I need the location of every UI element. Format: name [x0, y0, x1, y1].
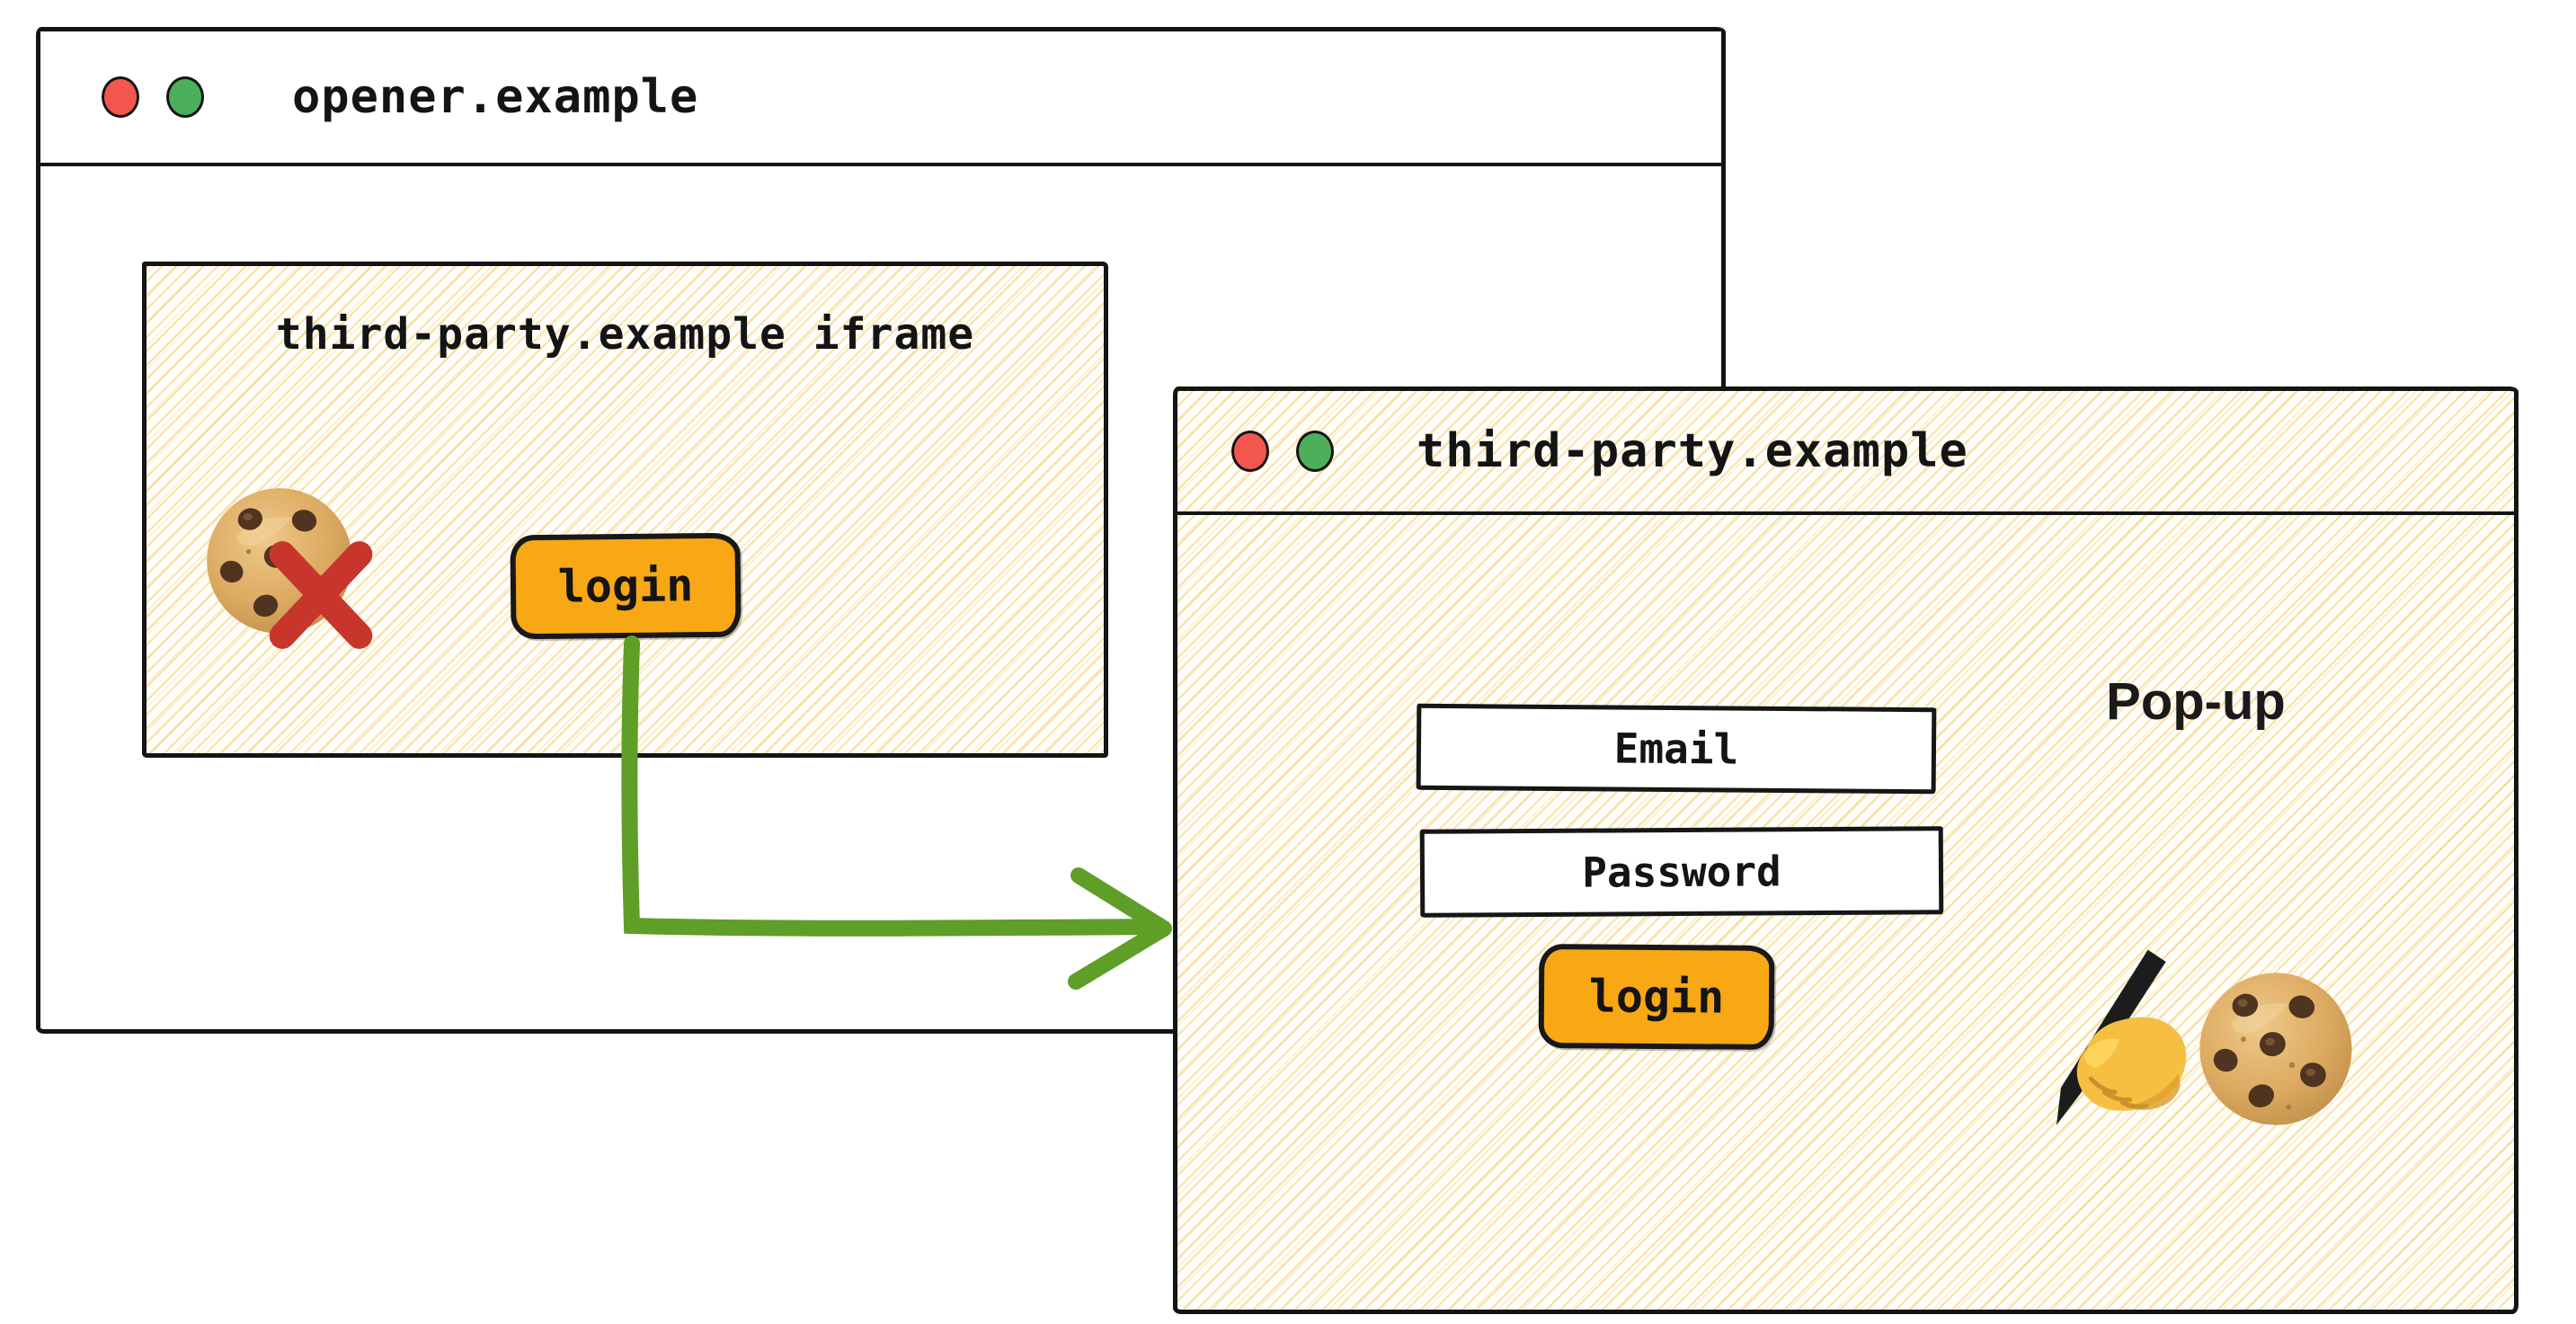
cross-mark-icon: [262, 538, 380, 652]
opener-window-title: opener.example: [292, 70, 699, 124]
close-button[interactable]: [102, 76, 139, 118]
writing-hand-icon: [2021, 944, 2200, 1133]
zoom-button[interactable]: [1296, 431, 1334, 472]
iframe-heading: third-party.example iframe: [275, 309, 975, 360]
popup-titlebar: third-party.example: [1177, 391, 2514, 515]
email-input[interactable]: [1416, 703, 1937, 795]
cookie-icon: [2195, 968, 2357, 1130]
third-party-iframe: third-party.example iframe login: [142, 262, 1108, 758]
iframe-login-button[interactable]: login: [510, 532, 742, 640]
zoom-button[interactable]: [166, 76, 204, 118]
close-button[interactable]: [1231, 431, 1269, 472]
opener-titlebar: opener.example: [40, 31, 1721, 166]
popup-label: Pop-up: [2106, 672, 2286, 731]
popup-window-title: third-party.example: [1417, 424, 1968, 478]
password-input[interactable]: [1419, 826, 1944, 918]
popup-login-button[interactable]: login: [1538, 944, 1775, 1050]
popup-window: third-party.example Pop-up login: [1173, 387, 2518, 1314]
